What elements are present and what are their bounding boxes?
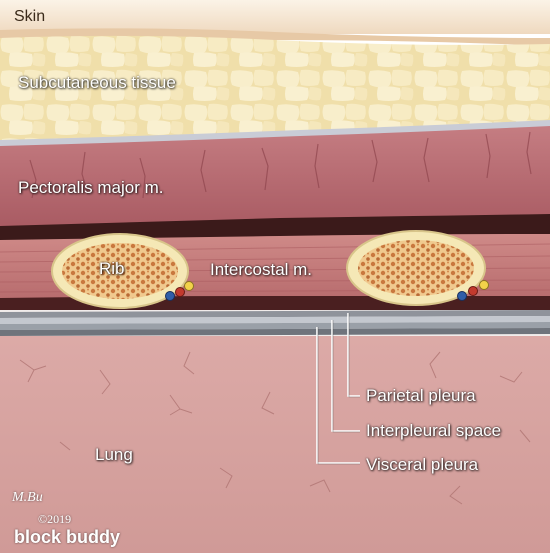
copyright-text: ©2019 xyxy=(38,512,72,526)
subcutaneous-layer xyxy=(0,35,550,142)
label-pectoralis-major: Pectoralis major m. xyxy=(18,178,164,197)
skin-layer xyxy=(0,0,550,34)
label-parietal-pleura: Parietal pleura xyxy=(366,386,476,405)
neurovascular-bundle-left xyxy=(165,281,194,301)
neurovascular-bundle-right xyxy=(457,280,489,301)
brand-logo-text: block buddy xyxy=(14,527,121,547)
label-rib: Rib xyxy=(99,259,125,278)
label-lung: Lung xyxy=(95,445,133,464)
label-interpleural-space: Interpleural space xyxy=(366,421,502,440)
pleura-layers xyxy=(0,310,550,340)
rib-right xyxy=(346,230,486,306)
artist-signature: M.Bu xyxy=(12,490,43,505)
label-subcutaneous-tissue: Subcutaneous tissue xyxy=(18,73,176,92)
label-skin: Skin xyxy=(14,8,46,25)
lung-tissue xyxy=(0,336,550,553)
label-visceral-pleura: Visceral pleura xyxy=(366,455,479,474)
label-intercostal-muscle: Intercostal m. xyxy=(210,260,313,279)
rib-left xyxy=(51,233,189,309)
pectoralis-layer xyxy=(0,126,550,230)
leader-lines xyxy=(316,313,360,464)
